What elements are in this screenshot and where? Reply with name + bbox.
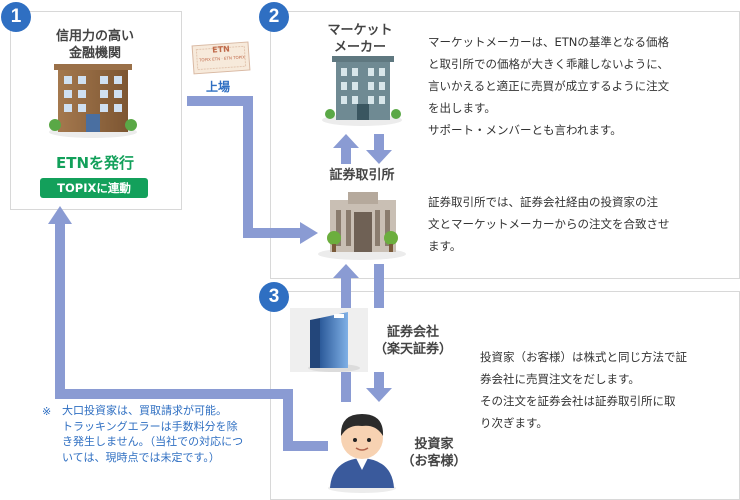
exchange-building-icon bbox=[318, 192, 406, 260]
desc-line: と取引所での価格が大きく乖離しないように、 bbox=[428, 57, 669, 71]
note-mark: ※ bbox=[42, 405, 52, 418]
desc-line: ます。 bbox=[428, 239, 462, 253]
market-maker-name-line1: マーケット bbox=[327, 23, 393, 38]
market-maker-name-line2: メーカー bbox=[333, 40, 386, 55]
market-maker-name: マーケット メーカー bbox=[310, 22, 410, 56]
issuer-building-icon bbox=[49, 64, 137, 138]
desc-line: マーケットメーカーは、ETNの基準となる価格 bbox=[428, 35, 670, 49]
maker-exchange-arrows bbox=[333, 134, 392, 164]
note-line: トラッキングエラーは手数料分を除 bbox=[62, 419, 238, 433]
step-badge-3: 3 bbox=[259, 282, 289, 312]
broker-name: 証券会社 （楽天証券） bbox=[368, 324, 458, 358]
listing-arrow bbox=[187, 96, 318, 244]
exchange-name: 証券取引所 bbox=[329, 168, 395, 183]
investor-name-line1: 投資家 bbox=[414, 437, 454, 452]
desc-line: 証券取引所では、証券会社経由の投資家の注 bbox=[428, 195, 658, 209]
issuer-tag: TOPIXに連動 bbox=[40, 178, 148, 198]
broker-name-line2: （楽天証券） bbox=[373, 342, 452, 357]
broker-description: 投資家（お客様）は株式と同じ方法で証 券会社に売買注文をだします。 その注文を証… bbox=[480, 346, 736, 434]
desc-line: サポート・メンバーとも言われます。 bbox=[428, 123, 622, 137]
note-line: 大口投資家は、買取請求が可能。 bbox=[62, 404, 227, 417]
note-text: 大口投資家は、買取請求が可能。 トラッキングエラーは手数料分を除 き発生しません… bbox=[62, 403, 282, 465]
issuer-name: 信用力の高い 金融機関 bbox=[20, 28, 170, 62]
desc-line: 文とマーケットメーカーからの注文を合致させ bbox=[428, 217, 670, 231]
step-badge-1: 1 bbox=[1, 2, 31, 32]
issuer-name-line2: 金融機関 bbox=[68, 46, 121, 61]
etn-ticket-icon bbox=[191, 41, 251, 75]
broker-name-line1: 証券会社 bbox=[386, 325, 439, 340]
note-line: き発生しません。（当社での対応につ bbox=[62, 435, 244, 448]
note-line: いては、現時点では未定です。） bbox=[62, 450, 220, 464]
investor-icon bbox=[328, 414, 396, 493]
desc-line: その注文を証券会社は証券取引所に取 bbox=[480, 394, 676, 408]
investor-name-line2: （お客様） bbox=[401, 454, 467, 469]
exchange-description: 証券取引所では、証券会社経由の投資家の注 文とマーケットメーカーからの注文を合致… bbox=[428, 191, 734, 257]
market-maker-building-icon bbox=[322, 56, 402, 126]
redemption-arrow bbox=[48, 206, 328, 451]
market-maker-description: マーケットメーカーは、ETNの基準となる価格 と取引所での価格が大きく乖離しない… bbox=[428, 31, 734, 141]
exchange-broker-arrows bbox=[333, 264, 384, 310]
issuer-name-line1: 信用力の高い bbox=[55, 29, 134, 44]
step-badge-2: 2 bbox=[259, 2, 289, 32]
desc-line: り次ぎます。 bbox=[480, 416, 548, 430]
listing-label: 上場 bbox=[206, 80, 231, 94]
broker-investor-arrows bbox=[341, 372, 392, 402]
desc-line: 投資家（お客様）は株式と同じ方法で証 bbox=[480, 350, 687, 364]
investor-name: 投資家 （お客様） bbox=[394, 436, 474, 470]
issuer-action: ETNを発行 bbox=[55, 154, 135, 172]
broker-building-icon bbox=[290, 308, 368, 372]
desc-line: 言いかえると適正に売買が成立するように注文 bbox=[428, 79, 670, 93]
desc-line: を出します。 bbox=[428, 101, 496, 115]
desc-line: 券会社に売買注文をだします。 bbox=[480, 372, 640, 386]
